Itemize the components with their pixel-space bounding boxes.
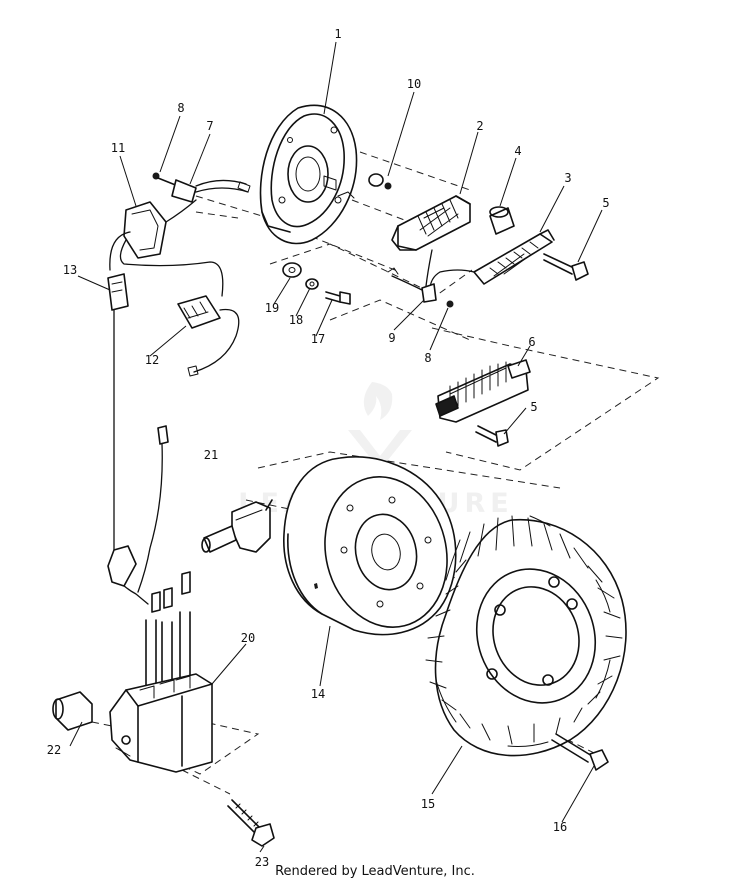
fan-bolt — [551, 733, 609, 771]
callout-15: 15 — [421, 797, 435, 811]
spacer — [489, 206, 515, 235]
callout-22: 22 — [47, 743, 61, 757]
callout-16: 16 — [553, 820, 567, 834]
callout-17: 17 — [311, 332, 325, 346]
spark-plug-cap — [201, 499, 273, 553]
callout-4: 4 — [514, 144, 521, 158]
callout-20: 20 — [241, 631, 255, 645]
callout-19: 19 — [265, 301, 279, 315]
callout-6: 6 — [528, 335, 535, 349]
callout-8a: 8 — [177, 101, 184, 115]
callout-1: 1 — [334, 27, 341, 41]
callout-8b: 8 — [424, 351, 431, 365]
assembly-guide-lines — [91, 151, 660, 795]
callout-11: 11 — [111, 141, 125, 155]
screw-upper — [543, 253, 589, 281]
callout-10: 10 — [407, 77, 421, 91]
footer-credit: Rendered by LeadVenture, Inc. — [275, 864, 475, 879]
callout-21: 21 — [204, 448, 218, 462]
callout-7: 7 — [206, 119, 213, 133]
callout-18: 18 — [289, 313, 303, 327]
callout-14: 14 — [311, 687, 325, 701]
cooling-fan — [425, 515, 627, 757]
ht-leads — [145, 571, 191, 691]
flywheel-rotor — [283, 456, 457, 636]
callout-2: 2 — [476, 119, 483, 133]
coupler-12 — [177, 295, 240, 377]
charge-coil — [391, 195, 471, 287]
callout-5b: 5 — [530, 400, 537, 414]
cdi-harness — [109, 199, 224, 561]
plug-22 — [52, 691, 93, 731]
callout-numbers: 1 2 3 4 5 5 6 7 8 8 9 10 11 12 13 14 15 … — [47, 27, 610, 869]
callout-13: 13 — [63, 263, 77, 277]
harness-grommet — [152, 172, 251, 203]
callout-9: 9 — [388, 331, 395, 345]
callout-3: 3 — [564, 171, 571, 185]
stator-plate — [259, 104, 358, 245]
ignition-coil — [109, 673, 213, 773]
wire-clamp — [387, 267, 454, 308]
callout-leaders — [69, 41, 603, 853]
connector-13 — [107, 273, 129, 311]
callout-12: 12 — [145, 353, 159, 367]
wire-grommet — [107, 545, 137, 587]
screw-lower — [475, 425, 509, 447]
stator-screw — [368, 173, 392, 190]
washer-bolt-set — [282, 262, 351, 305]
bolt-23 — [227, 799, 275, 847]
lighting-coil — [435, 359, 531, 423]
callout-23: 23 — [255, 855, 269, 869]
callout-5a: 5 — [602, 196, 609, 210]
pulser-coil — [429, 229, 555, 291]
